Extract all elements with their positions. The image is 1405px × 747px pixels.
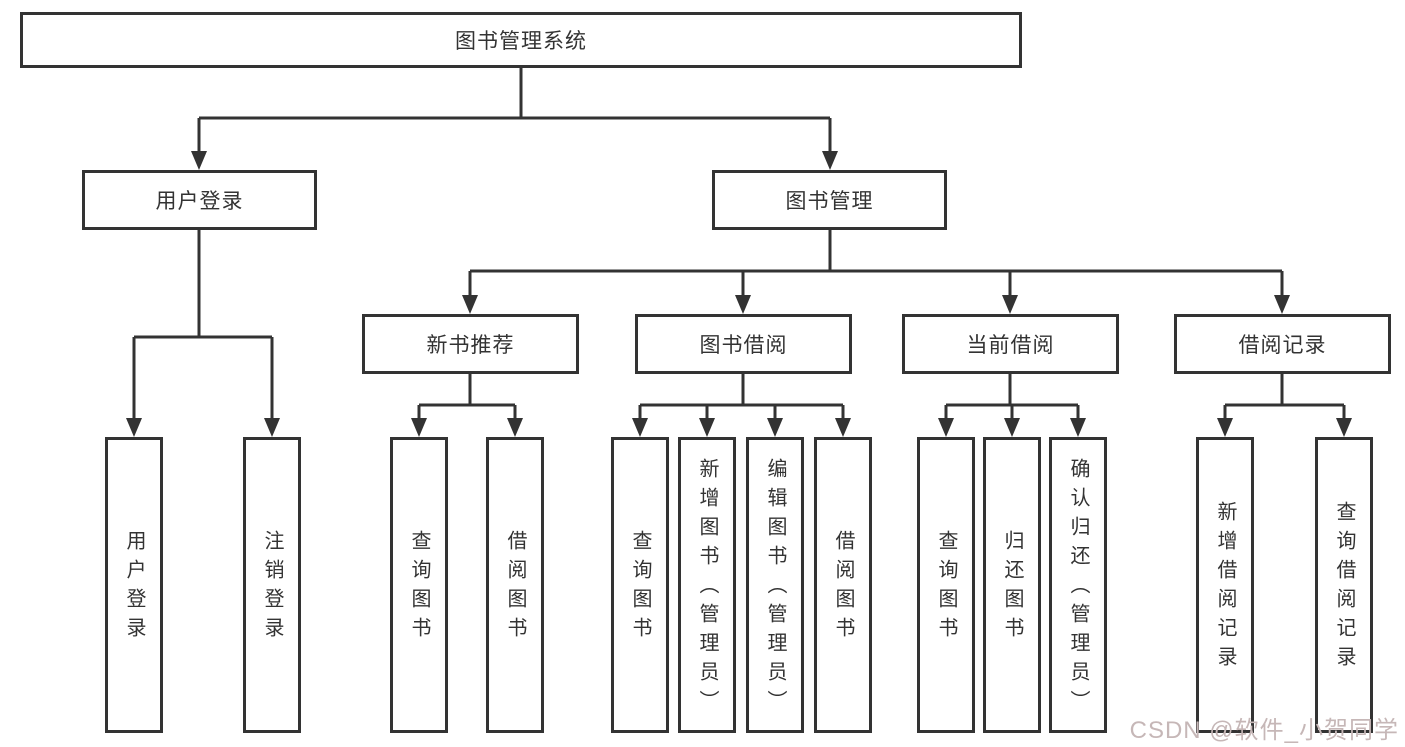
node-library-system: 图书管理系统 bbox=[20, 12, 1022, 68]
leaf-borrow-edit-books-admin: 编辑图书（管理员） bbox=[746, 437, 804, 733]
leaf-borrow-query-books: 查询图书 bbox=[611, 437, 669, 733]
connector-record-children bbox=[1223, 403, 1346, 420]
leaf-current-return-books: 归还图书 bbox=[983, 437, 1041, 733]
connector-current-children bbox=[944, 403, 1080, 420]
node-book-borrowing: 图书借阅 bbox=[635, 314, 852, 374]
leaf-record-add-borrow-record: 新增借阅记录 bbox=[1196, 437, 1254, 733]
connector-bookmgmt-to-level3 bbox=[468, 230, 1284, 297]
connector-level3-stems bbox=[468, 374, 1284, 405]
leaf-current-confirm-return-admin: 确认归还（管理员） bbox=[1049, 437, 1107, 733]
leaf-borrow-borrow-books: 借阅图书 bbox=[814, 437, 872, 733]
connector-root-to-level2 bbox=[197, 68, 832, 153]
leaf-user-login: 用户登录 bbox=[105, 437, 163, 733]
leaf-newbook-query-books: 查询图书 bbox=[390, 437, 448, 733]
node-user-login: 用户登录 bbox=[82, 170, 317, 230]
leaf-borrow-add-books-admin: 新增图书（管理员） bbox=[678, 437, 736, 733]
connector-borrow-children bbox=[638, 403, 845, 420]
leaf-newbook-borrow-books: 借阅图书 bbox=[486, 437, 544, 733]
leaf-current-query-books: 查询图书 bbox=[917, 437, 975, 733]
connector-newbook-children bbox=[417, 403, 517, 420]
node-borrow-records: 借阅记录 bbox=[1174, 314, 1391, 374]
connector-login-to-children bbox=[132, 230, 274, 420]
node-book-management: 图书管理 bbox=[712, 170, 947, 230]
node-new-book-recommend: 新书推荐 bbox=[362, 314, 579, 374]
node-current-borrowing: 当前借阅 bbox=[902, 314, 1119, 374]
leaf-record-query-borrow-record: 查询借阅记录 bbox=[1315, 437, 1373, 733]
leaf-logout: 注销登录 bbox=[243, 437, 301, 733]
